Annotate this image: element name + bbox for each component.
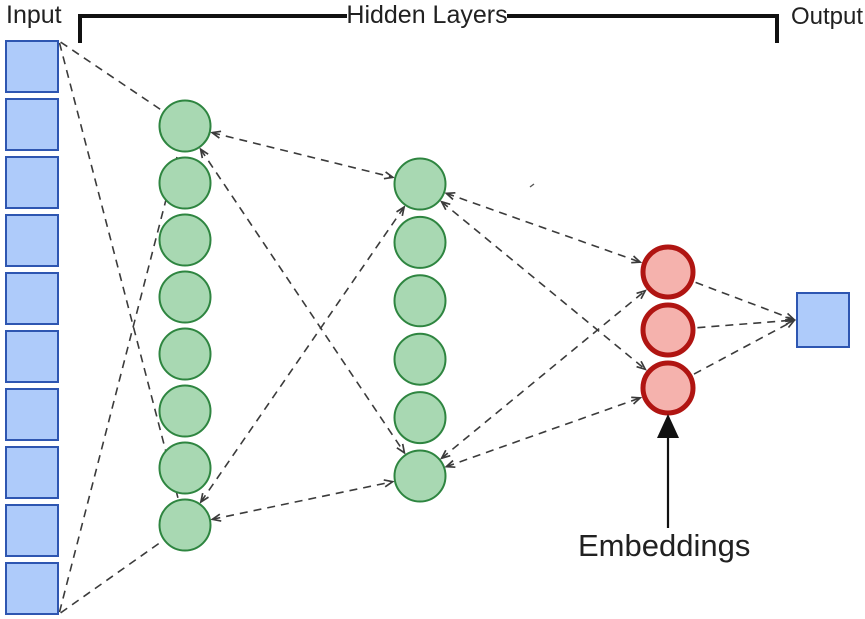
connection-line bbox=[695, 281, 795, 321]
arrowhead bbox=[396, 443, 406, 455]
connection-line bbox=[58, 152, 179, 613]
hidden1-node bbox=[158, 441, 212, 495]
arrowhead bbox=[444, 459, 456, 469]
arrowhead bbox=[631, 396, 643, 405]
arrowhead bbox=[636, 289, 647, 300]
connection-line bbox=[446, 397, 641, 468]
hidden2-node bbox=[393, 215, 447, 269]
input-node bbox=[5, 446, 59, 499]
speck-mark bbox=[529, 183, 535, 188]
hidden-layers-bracket bbox=[78, 14, 779, 43]
connection-line bbox=[697, 319, 795, 329]
arrowhead bbox=[383, 171, 395, 180]
arrowhead bbox=[439, 200, 451, 211]
embedding-node bbox=[640, 360, 696, 416]
output-label: Output bbox=[791, 3, 864, 30]
input-node bbox=[5, 98, 59, 151]
arrowhead bbox=[210, 130, 222, 139]
hidden1-node bbox=[158, 384, 212, 438]
hidden1-node bbox=[158, 99, 212, 153]
arrowhead bbox=[636, 360, 647, 371]
hidden2-node bbox=[393, 157, 447, 211]
connection-line bbox=[212, 480, 393, 521]
arrowhead bbox=[396, 205, 406, 217]
input-node bbox=[5, 40, 59, 93]
connection-line bbox=[441, 290, 646, 459]
input-node bbox=[5, 330, 59, 383]
connection-line bbox=[60, 540, 163, 614]
arrowhead bbox=[631, 255, 643, 264]
connection-line bbox=[693, 319, 795, 375]
input-node bbox=[5, 272, 59, 325]
hidden2-node bbox=[393, 391, 447, 445]
arrowhead bbox=[210, 513, 222, 522]
input-node bbox=[5, 214, 59, 267]
input-label: Input bbox=[6, 1, 62, 29]
hidden-layers-label: Hidden Layers bbox=[346, 1, 508, 29]
arrowhead bbox=[439, 449, 451, 460]
arrowhead bbox=[199, 492, 209, 504]
hidden1-node bbox=[158, 498, 212, 552]
input-node bbox=[5, 156, 59, 209]
embeddings-arrowhead bbox=[657, 414, 679, 438]
embeddings-label: Embeddings bbox=[578, 528, 751, 563]
hidden1-node bbox=[158, 327, 212, 381]
input-node bbox=[5, 388, 59, 441]
hidden1-node bbox=[158, 270, 212, 324]
embedding-node bbox=[640, 302, 696, 358]
connection-line bbox=[211, 131, 394, 179]
hidden1-node bbox=[158, 213, 212, 267]
connection-line bbox=[446, 192, 641, 263]
output-node bbox=[796, 292, 850, 348]
connection-line bbox=[199, 148, 406, 454]
hidden2-node bbox=[393, 332, 447, 386]
input-node bbox=[5, 504, 59, 557]
connection-line bbox=[58, 42, 179, 499]
hidden2-node bbox=[393, 274, 447, 328]
arrowhead bbox=[785, 319, 797, 329]
connection-line bbox=[441, 201, 646, 370]
hidden1-node bbox=[158, 156, 212, 210]
embedding-node bbox=[640, 244, 696, 300]
hidden2-node bbox=[393, 449, 447, 503]
arrowhead bbox=[199, 147, 209, 159]
arrowhead bbox=[383, 479, 395, 488]
input-node bbox=[5, 562, 59, 615]
connection-line bbox=[200, 206, 405, 503]
arrowhead bbox=[444, 191, 456, 201]
connection-line bbox=[60, 41, 163, 112]
